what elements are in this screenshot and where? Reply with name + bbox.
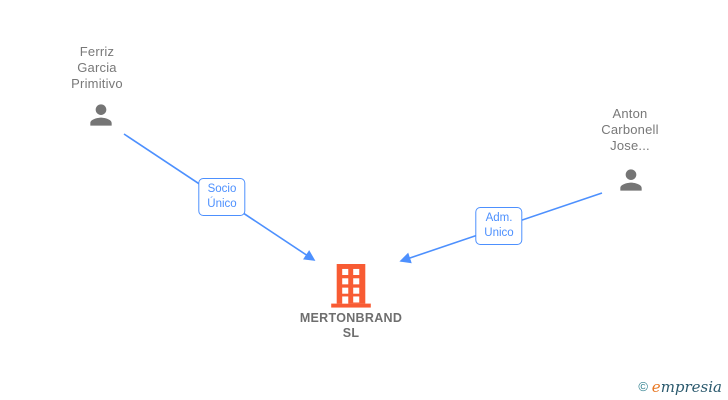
company-name-line: MERTONBRAND (299, 311, 403, 325)
brand-initial: e (651, 378, 661, 396)
person-icon[interactable] (85, 99, 117, 136)
company-name-line: SL (342, 326, 360, 340)
person-name-line: Ferriz (79, 44, 115, 59)
person-node-ferriz[interactable]: Ferriz Garcia Primitivo (37, 44, 157, 92)
watermark-empresia: © empresia (638, 378, 722, 396)
edge-label-socio-unico: Socio Único (198, 178, 246, 216)
person-name-line: Primitivo (71, 76, 123, 91)
person-name-line: Jose... (610, 138, 650, 153)
edge-label-line: Unico (484, 227, 514, 239)
person-name-line: Garcia (77, 60, 117, 75)
brand-rest: mpresia (660, 378, 722, 396)
person-node-anton[interactable]: Anton Carbonell Jose... (570, 106, 690, 154)
building-icon[interactable] (331, 264, 371, 308)
edge-label-line: Único (207, 198, 237, 210)
company-node-mertonbrand[interactable]: MERTONBRAND SL (281, 264, 421, 341)
edge-label-line: Adm. (485, 212, 513, 224)
person-name-line: Carbonell (601, 122, 659, 137)
person-name-line: Anton (612, 106, 648, 121)
copyright-icon: © (638, 379, 648, 394)
edge-label-line: Socio (207, 183, 237, 195)
edge-label-adm-unico: Adm. Unico (475, 207, 523, 245)
person-icon[interactable] (615, 164, 647, 201)
